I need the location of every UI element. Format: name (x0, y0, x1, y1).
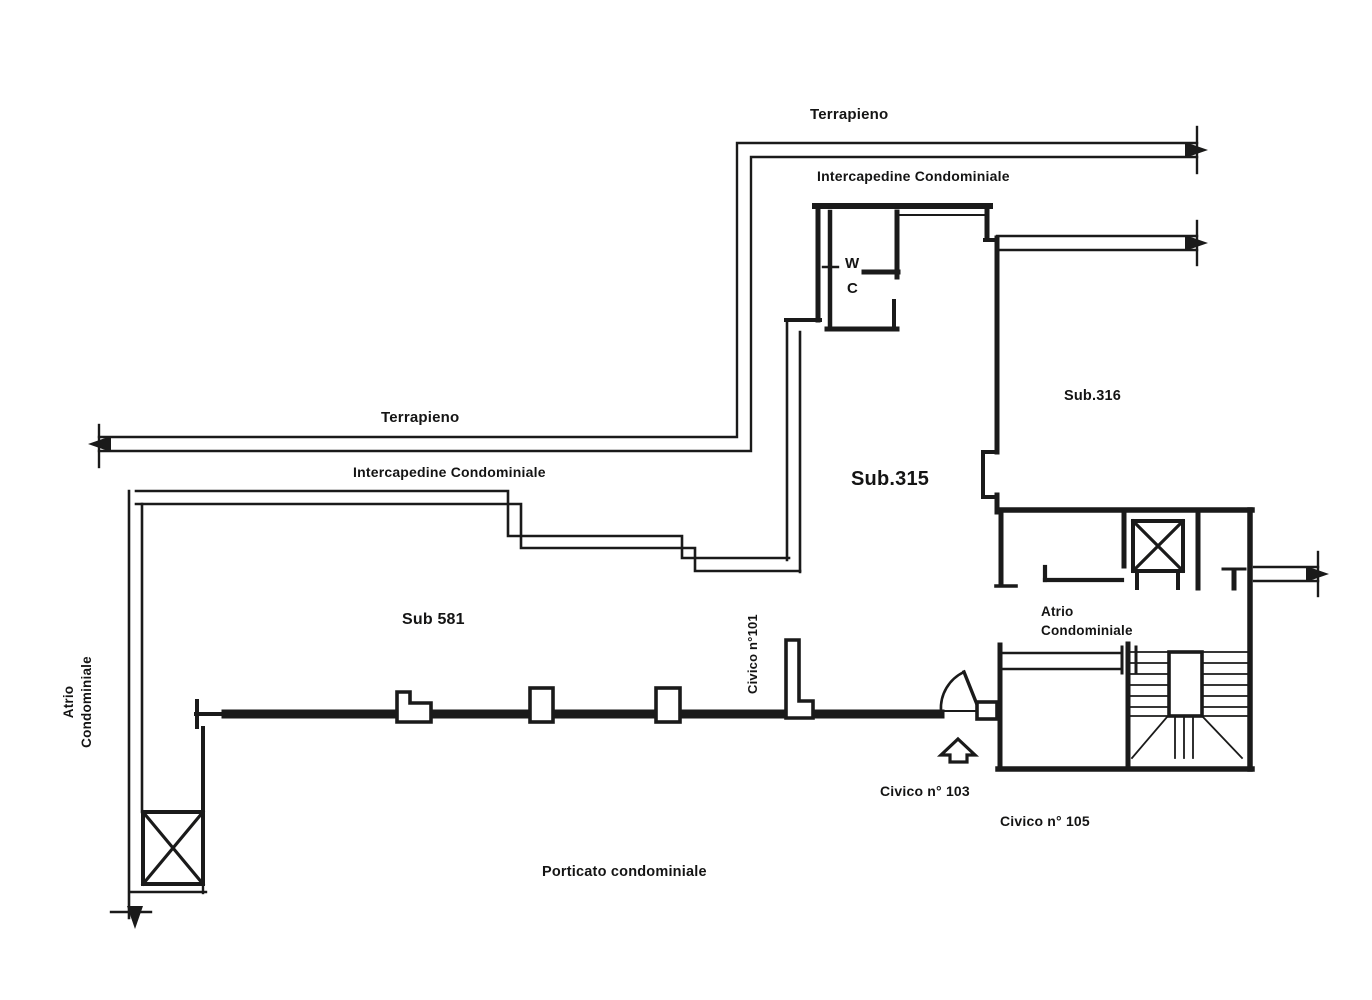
intercapedine-line-mid-right (1252, 550, 1329, 598)
label-sub316: Sub.316 (1064, 388, 1122, 404)
label-wc-c: C (847, 280, 859, 297)
label-terrapieno-top: Terrapieno (810, 106, 889, 123)
intercapedine-arrow-mid-right-icon (1306, 550, 1329, 598)
entrance-arrow-icon (936, 736, 980, 764)
intercapedine-arrow-top-right-icon (1185, 219, 1208, 267)
pillar (395, 690, 433, 724)
label-atrio-right-line2: Condominiale (1041, 623, 1133, 638)
label-wc-w: W (845, 255, 860, 272)
door-swing-arc (939, 669, 999, 721)
terrapieno-boundary-line (88, 125, 1208, 469)
label-intercapedine-mid: Intercapedine Condominiale (353, 464, 546, 480)
label-intercapedine-top: Intercapedine Condominiale (817, 168, 1010, 184)
label-terrapieno-mid: Terrapieno (381, 409, 460, 426)
pillar (654, 686, 682, 724)
label-civico-103: Civico n° 103 (880, 783, 970, 799)
sub315-walls (784, 203, 1000, 574)
terrapieno-arrow-right-icon (1185, 125, 1208, 175)
intercapedine-line-top-right (995, 219, 1208, 267)
label-civico-101: Civico n°101 (745, 614, 760, 694)
label-sub315: Sub.315 (851, 468, 930, 490)
intercapedine-stepped-wall (134, 489, 802, 573)
elevator-shaft-right-icon (1130, 518, 1186, 590)
label-porticato: Porticato condominiale (542, 864, 707, 880)
label-atrio-right-line1: Atrio (1041, 604, 1074, 619)
label-atrio-left-line2: Condominiale (79, 656, 94, 748)
elevator-shaft-left-icon (129, 699, 230, 895)
label-atrio-left-line1: Atrio (61, 685, 76, 719)
atrio-section-walls (994, 507, 1255, 772)
terrapieno-arrow-left-icon (88, 423, 111, 469)
portico-wall (221, 638, 945, 724)
label-civico-105: Civico n° 105 (1000, 813, 1090, 829)
label-sub581: Sub 581 (402, 611, 465, 628)
wc-walls (821, 209, 901, 332)
left-boundary-wall (109, 489, 153, 929)
label-atrio-left: Atrio Condominiale (60, 650, 96, 754)
pillar (528, 686, 555, 724)
staircase-icon (1125, 641, 1248, 772)
pillar-civico-101 (784, 638, 815, 720)
boundary-arrow-down-icon (109, 906, 153, 929)
